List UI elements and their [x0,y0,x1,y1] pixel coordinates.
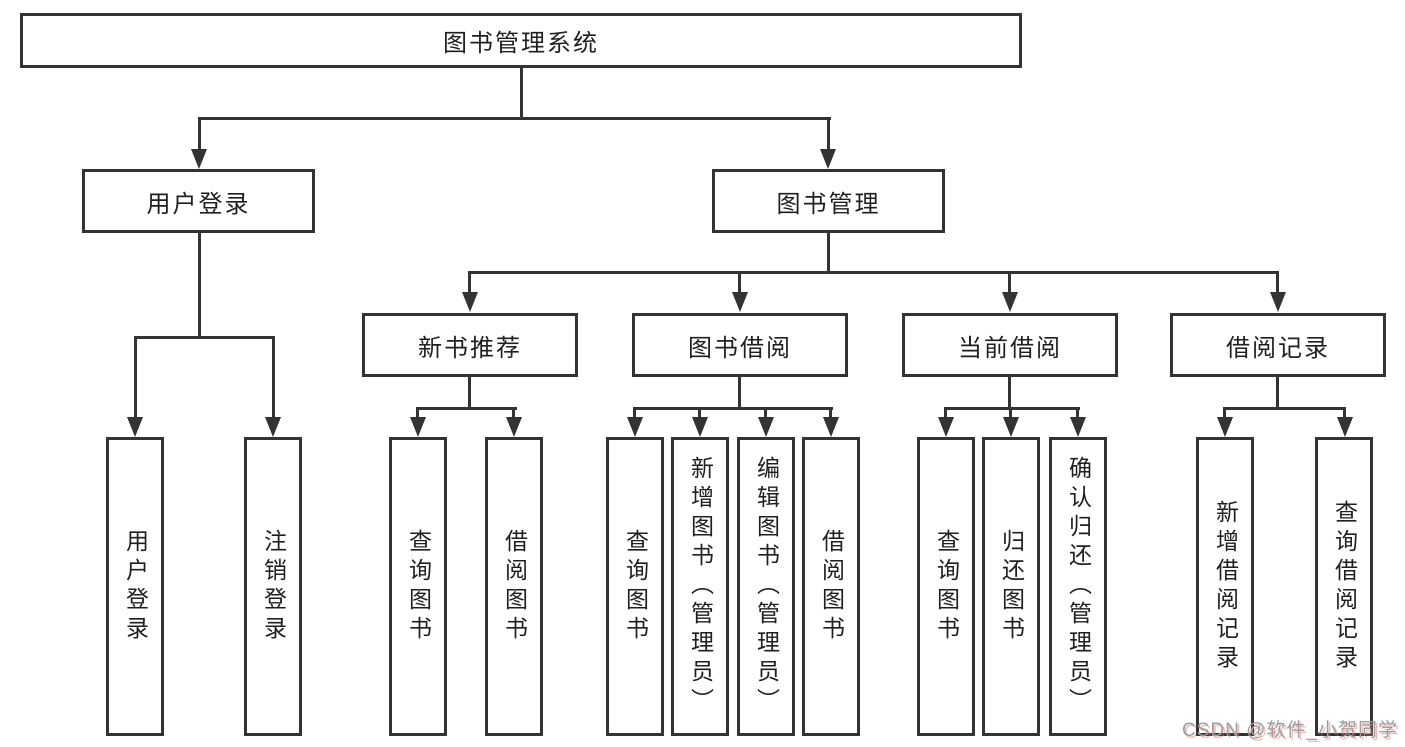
connector-leaf-drop [1343,407,1346,421]
arrow-down-icon [823,417,839,437]
connector-leaf-drop [698,407,701,421]
arrow-down-icon [410,417,426,437]
arrow-down-icon [462,292,478,312]
arrow-down-icon [1070,417,1086,437]
connector-leaf-drop [1009,407,1012,421]
leaf-query-books-recommend: 查询图书 [389,437,447,736]
connector-records-stem [1276,377,1279,407]
arrow-down-icon [191,149,207,169]
leaf-borrow-books-recommend-label: 借阅图书 [501,528,528,645]
node-root: 图书管理系统 [20,13,1022,68]
arrow-down-icon [1270,292,1286,312]
connector-book-management-bar [468,271,1279,274]
arrow-down-icon [1217,417,1233,437]
connector-borrow-bar [633,407,833,410]
leaf-borrow-books-label: 借阅图书 [818,528,845,645]
connector-user-login-stem [198,233,201,336]
leaf-return-books: 归还图书 [982,437,1040,736]
leaf-query-books-borrow-label: 查询图书 [622,528,649,645]
leaf-query-books-recommend-label: 查询图书 [405,528,432,645]
connector-current-bar [944,407,1080,410]
connector-leaf-drop [633,407,636,421]
node-book-borrow: 图书借阅 [632,313,848,377]
connector-drop-new-book-recommend [468,271,471,294]
connector-root-stem [520,68,523,117]
node-user-login-label: 用户登录 [146,190,251,218]
leaf-edit-books-admin: 编辑图书（管理员） [737,437,795,736]
leaf-logout-label: 注销登录 [260,528,287,645]
leaf-add-books-admin-label: 新增图书（管理员） [687,456,714,717]
connector-leaf-drop [512,407,515,421]
connector-leaf-drop [944,407,947,421]
leaf-confirm-return-admin: 确认归还（管理员） [1049,437,1107,736]
leaf-add-borrow-record: 新增借阅记录 [1196,437,1254,736]
node-current-borrow-label: 当前借阅 [958,334,1062,362]
leaf-add-borrow-record-label: 新增借阅记录 [1212,499,1239,674]
leaf-query-borrow-record-label: 查询借阅记录 [1331,499,1358,674]
connector-drop-borrow-records [1276,271,1279,294]
connector-records-bar [1223,407,1346,410]
arrow-down-icon [1337,417,1353,437]
leaf-edit-books-admin-label: 编辑图书（管理员） [753,456,780,717]
connector-root-bar [198,117,831,120]
arrow-down-icon [1002,292,1018,312]
arrow-down-icon [506,417,522,437]
csdn-watermark: CSDN @软件_小贺同学 [1182,720,1398,741]
connector-user-login-bar [134,336,275,339]
connector-recommend-stem [468,377,471,407]
leaf-borrow-books-recommend: 借阅图书 [485,437,543,736]
connector-drop-book-management [827,117,830,151]
node-root-label: 图书管理系统 [443,30,599,57]
leaf-user-login: 用户登录 [106,437,164,736]
arrow-down-icon [820,149,836,169]
arrow-down-icon [692,417,708,437]
connector-leaf-drop [416,407,419,421]
connector-current-stem [1008,377,1011,407]
connector-leaf-drop [1223,407,1226,421]
node-book-borrow-label: 图书借阅 [688,334,792,362]
leaf-query-books-current-label: 查询图书 [933,528,960,645]
connector-book-management-stem [827,233,830,271]
connector-borrow-stem [738,377,741,407]
arrow-down-icon [1003,417,1019,437]
leaf-return-books-label: 归还图书 [998,528,1025,645]
leaf-query-books-current: 查询图书 [917,437,975,736]
connector-drop-leaf-logout [272,336,275,419]
node-new-book-recommend: 新书推荐 [362,313,578,377]
leaf-add-books-admin: 新增图书（管理员） [671,437,729,736]
leaf-confirm-return-admin-label: 确认归还（管理员） [1065,456,1092,717]
connector-leaf-drop [829,407,832,421]
arrow-down-icon [732,292,748,312]
node-book-management: 图书管理 [712,169,945,233]
node-borrow-records: 借阅记录 [1170,313,1386,377]
connector-drop-book-borrow [738,271,741,294]
leaf-logout: 注销登录 [244,437,302,736]
node-user-login: 用户登录 [82,169,315,233]
connector-drop-leaf-user-login [134,336,137,419]
node-current-borrow: 当前借阅 [902,313,1118,377]
connector-drop-user-login [198,117,201,151]
arrow-down-icon [758,417,774,437]
leaf-query-books-borrow: 查询图书 [606,437,664,736]
leaf-query-borrow-record: 查询借阅记录 [1315,437,1373,736]
node-borrow-records-label: 借阅记录 [1226,334,1330,362]
arrow-down-icon [265,417,281,437]
connector-drop-current-borrow [1008,271,1011,294]
connector-leaf-drop [1076,407,1079,421]
connector-recommend-bar [416,407,517,410]
node-new-book-recommend-label: 新书推荐 [418,334,522,362]
arrow-down-icon [938,417,954,437]
connector-leaf-drop [764,407,767,421]
arrow-down-icon [627,417,643,437]
arrow-down-icon [127,417,143,437]
leaf-borrow-books: 借阅图书 [802,437,860,736]
leaf-user-login-label: 用户登录 [122,528,149,645]
node-book-management-label: 图书管理 [776,190,881,218]
